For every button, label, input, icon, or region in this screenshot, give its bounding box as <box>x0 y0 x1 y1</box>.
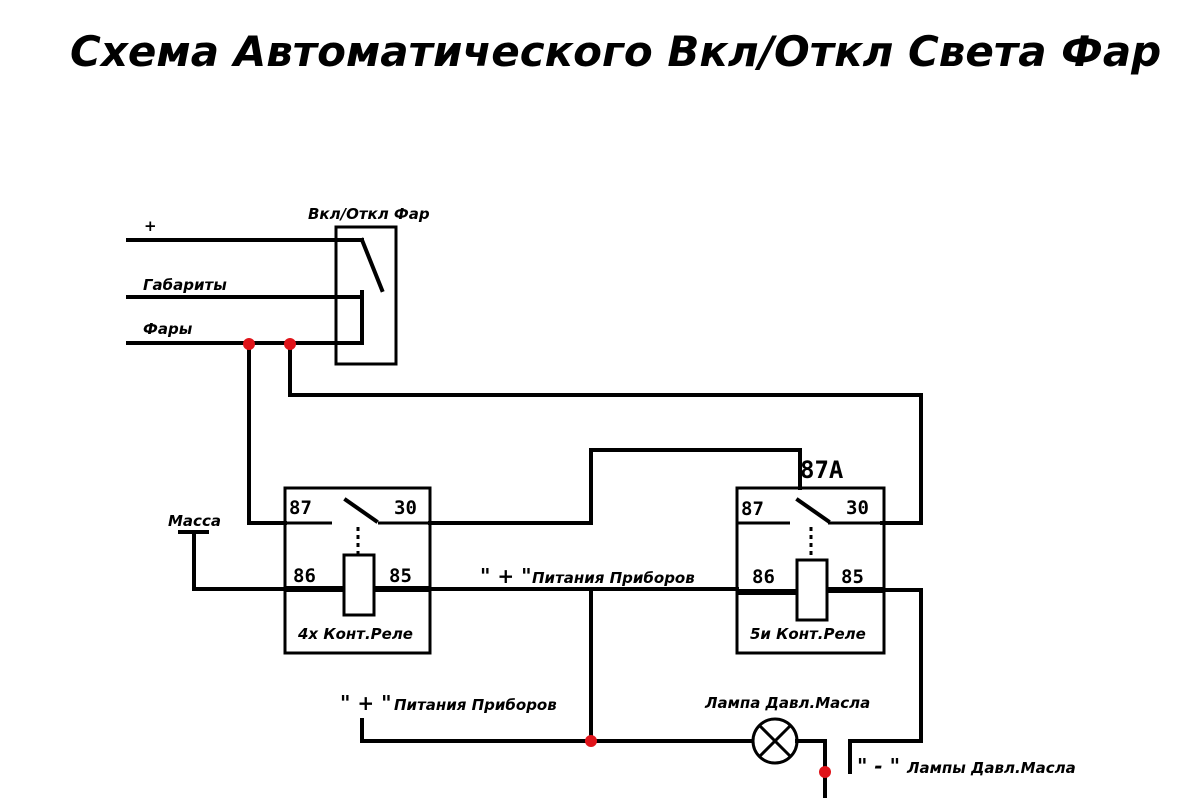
relay-1-pin87: 87 <box>289 497 312 519</box>
switch-to-relay2-30-wire <box>288 341 923 525</box>
lamp-minus-wire <box>795 739 827 798</box>
relay-1-pin85: 85 <box>389 565 412 587</box>
relay-2-label: 5и Конт.Реле <box>750 625 866 643</box>
power-top-label: Питания Приборов <box>532 569 695 587</box>
junction-dot-lamp-minus <box>819 766 831 778</box>
relay-1-label: 4х Конт.Реле <box>297 625 413 643</box>
junction-dot-power <box>585 735 597 747</box>
relay-2-contact <box>795 497 831 524</box>
plus-label: + <box>144 217 157 235</box>
relay-1-pin30: 30 <box>394 497 417 519</box>
power-bottom-label: Питания Приборов <box>394 696 557 714</box>
switch-body <box>334 225 398 366</box>
junction-dot-fary-relay <box>243 338 255 350</box>
lamp-label: Лампа Давл.Масла <box>704 694 870 712</box>
relay-2-pin87: 87 <box>741 498 764 520</box>
power-bottom-quote: " + " <box>340 691 392 715</box>
fary-to-relay1-87-wire <box>247 341 287 525</box>
relay-2-pin86: 86 <box>752 566 775 588</box>
relay2-85-to-lamp-minus-wire <box>848 588 923 774</box>
switch-label: Вкл/Откл Фар <box>308 205 430 223</box>
relay1-30-to-relay2-87a-wire <box>428 448 802 525</box>
headlight-switch <box>334 225 398 366</box>
relay-1 <box>283 486 432 655</box>
massa-wire <box>192 530 287 591</box>
oil-pressure-lamp <box>751 717 799 765</box>
relay-2 <box>735 486 886 655</box>
relay-1-contact <box>343 497 379 524</box>
relay-1-pin86: 86 <box>293 565 316 587</box>
switch-blade <box>359 237 385 293</box>
junction-dots <box>243 338 831 778</box>
lamp-minus-label: Лампы Давл.Масла <box>906 759 1076 777</box>
relay-2-coil <box>795 558 829 622</box>
junction-dot-switch <box>284 338 296 350</box>
relay-1-coil <box>342 553 376 617</box>
lamp-minus-quote: " - " <box>857 754 900 778</box>
relay-2-body <box>735 486 886 655</box>
lamp-cross-b <box>758 724 792 758</box>
gabarity-label: Габариты <box>143 276 227 294</box>
power-bottom-wire <box>360 718 754 743</box>
relay-2-pin87a: 87A <box>800 456 844 484</box>
page-title: Схема Автоматического Вкл/Откл Света Фар <box>70 27 1161 76</box>
massa-label: Масса <box>168 512 221 530</box>
power-top-quote: " + " <box>480 564 532 588</box>
fary-label: Фары <box>143 320 193 338</box>
relay-2-pin30: 30 <box>846 497 869 519</box>
relay-1-body <box>283 486 432 655</box>
relay-2-pin85: 85 <box>841 566 864 588</box>
